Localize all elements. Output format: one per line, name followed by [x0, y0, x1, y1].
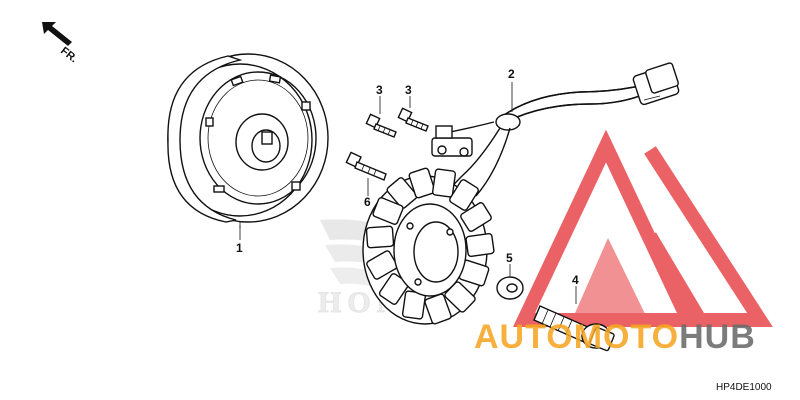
stator-part — [362, 167, 495, 325]
diagram-code: HP4DE1000 — [716, 382, 772, 393]
bolt-3a — [365, 113, 397, 138]
front-arrow-icon — [42, 22, 72, 46]
callout-2: 2 — [508, 67, 515, 81]
watermark-auto: AUTO — [474, 318, 574, 356]
watermark-moto: MOTO — [574, 318, 679, 356]
front-direction-indicator: FR. — [42, 22, 80, 65]
callout-4: 4 — [572, 273, 579, 287]
callout-3b: 3 — [405, 83, 412, 97]
wire-harness-part — [431, 62, 680, 197]
callout-5: 5 — [506, 251, 513, 265]
bolt-3b — [397, 107, 429, 132]
flywheel-part — [167, 53, 329, 228]
connector-icon — [632, 62, 680, 106]
callout-6: 6 — [364, 195, 371, 209]
flange-bolt-part — [533, 305, 615, 352]
watermark-logo-icon — [512, 129, 773, 327]
bolt-6 — [345, 151, 387, 181]
callout-1: 1 — [236, 241, 243, 255]
watermark-hub: HUB — [679, 318, 756, 356]
stator-coils — [365, 167, 495, 325]
watermark-text: AUTOMOTOHUB — [474, 318, 756, 356]
callout-3a: 3 — [376, 83, 383, 97]
pulse-generator-icon — [431, 125, 473, 157]
svg-text:AUTOMOTOHUB: AUTOMOTOHUB — [474, 318, 756, 356]
front-label: FR. — [58, 45, 79, 65]
washer-part — [496, 276, 524, 300]
